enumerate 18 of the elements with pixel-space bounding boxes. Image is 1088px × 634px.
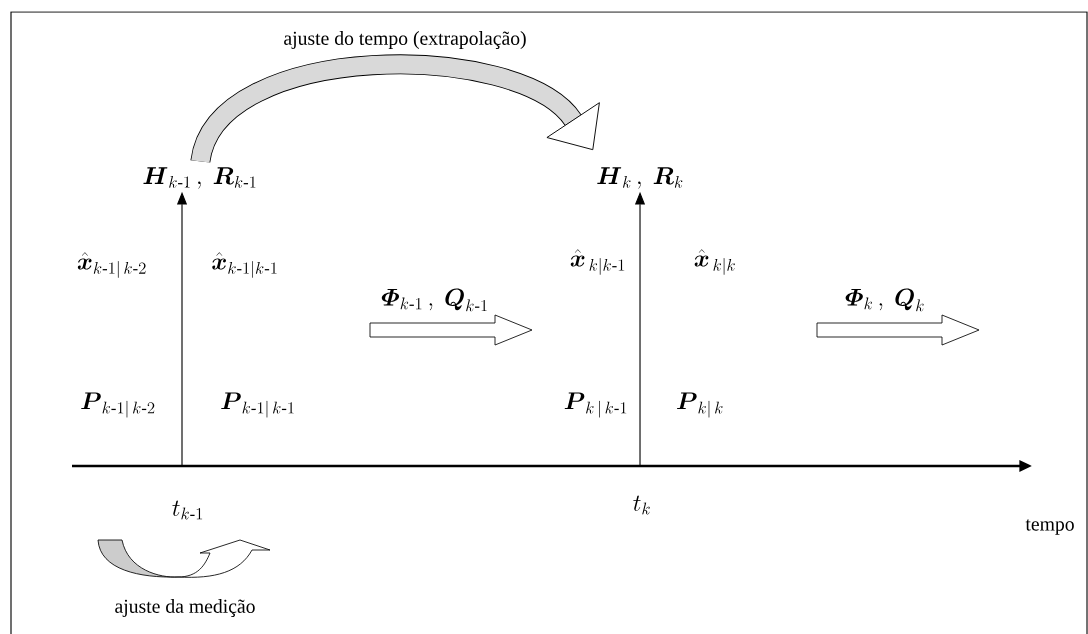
matrix-label: $\boldsymbol{H}_{k}\,,\ \boldsymbol{R}_{k}$	[597, 167, 683, 189]
state-label: $\hat{\boldsymbol{x}}_{\,k|k}$	[694, 249, 735, 275]
covariance-label: $\boldsymbol{P}_{k\,|\,k\text{-}1}$	[564, 392, 627, 418]
curved-block-arrow	[190, 54, 600, 165]
state-label: $\hat{\boldsymbol{x}}_{k\text{-}1|\,k\text{-}2}$	[77, 252, 146, 278]
time-label: $t_{k\text{-}1}$	[172, 500, 203, 520]
caption-text: ajuste da medição	[115, 599, 255, 617]
covariance-label: $\boldsymbol{P}_{k\text{-}1|\,k\text{-}1}$	[221, 392, 294, 418]
covariance-label: $\boldsymbol{P}_{k\text{-}1|\,k\text{-}2}$	[81, 392, 155, 418]
edge-label: ajuste do tempo (extrapolação)	[284, 31, 526, 49]
model-label: $\boldsymbol{\varPhi}_{k}\,,\ \boldsymbol{Q}_{k}$	[845, 288, 924, 312]
covariance-label: $\boldsymbol{P}_{k|\,k}$	[677, 392, 723, 418]
axis-label: tempo	[1025, 519, 1074, 535]
state-label: $\hat{\boldsymbol{x}}_{\,k|k\text{-}1}$	[570, 249, 625, 275]
matrix-label: $\boldsymbol{H}_{k\text{-}1}\,,\ \boldsymbol{R}_{k\text{-}1}$	[143, 167, 256, 189]
time-label: $t_{k}$	[633, 495, 650, 515]
model-label: $\boldsymbol{\varPhi}_{k\text{-}1}\,,\ \boldsymbol{Q}_{k\text{-}1}$	[381, 288, 487, 312]
state-label: $\hat{\boldsymbol{x}}_{k\text{-}1|k\text{-}1}$	[212, 252, 277, 278]
